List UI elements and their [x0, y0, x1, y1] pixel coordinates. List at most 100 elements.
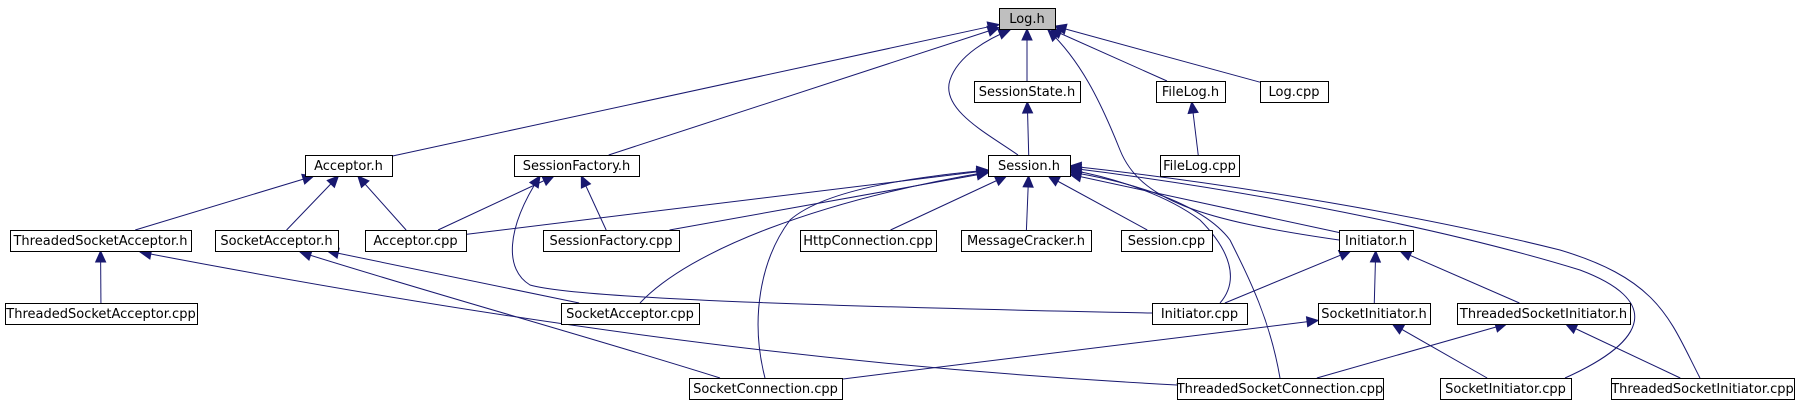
node-box [999, 8, 1056, 30]
edge-line [511, 175, 1153, 314]
node-threadedsocketinitiator-cpp[interactable]: ThreadedSocketInitiator.cpp [1610, 378, 1795, 400]
edge-initiator_cpp-to-sessionfactory_h [511, 174, 1153, 314]
edge-line [1069, 167, 1636, 379]
node-label: ThreadedSocketAcceptor.cpp [5, 307, 195, 322]
edge-line [1316, 323, 1507, 379]
edge-socketinitiator_cpp-to-session_h [1068, 163, 1636, 379]
node-threadedsocketacceptor-cpp[interactable]: ThreadedSocketAcceptor.cpp [5, 303, 198, 325]
edge-line [841, 319, 1319, 380]
edge-sessionstate_h-to-log_h [1021, 27, 1033, 81]
node-label: HttpConnection.cpp [803, 234, 933, 249]
edge-session_h-to-sessionstate_h [1021, 100, 1034, 156]
edge-threadedsocketconnection_cpp-to-threadedsocketinitiator_h [1316, 321, 1508, 379]
node-label: SocketInitiator.cpp [1445, 382, 1566, 397]
node-box [514, 155, 640, 177]
edge-line [1069, 169, 1231, 304]
edge-sessionfactory_cpp-to-sessionfactory_h [580, 174, 607, 231]
node-log-h[interactable]: Log.h [999, 8, 1056, 30]
node-sessionfactory-cpp[interactable]: SessionFactory.cpp [543, 230, 680, 252]
node-box [974, 81, 1081, 103]
node-box [1121, 230, 1213, 252]
node-label: ThreadedSocketConnection.cpp [1176, 382, 1384, 397]
node-box [1160, 155, 1240, 177]
node-label: Log.h [1009, 12, 1045, 27]
edge-line [1399, 250, 1520, 304]
node-sessionfactory-h[interactable]: SessionFactory.h [514, 155, 640, 177]
edge-line [757, 169, 989, 379]
arrowhead-icon [528, 174, 541, 189]
arrowhead-icon [986, 25, 1001, 37]
node-box [543, 230, 680, 252]
node-socketinitiator-h[interactable]: SocketInitiator.h [1318, 303, 1431, 325]
edge-line [1069, 171, 1281, 379]
arrowhead-icon [357, 175, 370, 189]
node-threadedsocketacceptor-h[interactable]: ThreadedSocketAcceptor.h [10, 230, 192, 252]
edge-line [357, 175, 407, 231]
node-log-cpp[interactable]: Log.cpp [1260, 81, 1329, 103]
node-label: Session.cpp [1128, 234, 1205, 249]
node-socketacceptor-cpp[interactable]: SocketAcceptor.cpp [561, 303, 700, 325]
node-acceptor-cpp[interactable]: Acceptor.cpp [365, 230, 467, 252]
node-socketacceptor-h[interactable]: SocketAcceptor.h [215, 230, 339, 252]
arrowhead-icon [326, 175, 340, 189]
node-box [1152, 303, 1248, 325]
node-box [365, 230, 467, 252]
edge-filelog_cpp-to-filelog_h [1187, 100, 1199, 156]
node-filelog-cpp[interactable]: FileLog.cpp [1160, 155, 1240, 177]
edge-threadedsocketacceptor_h-to-acceptor_h [135, 173, 315, 231]
edge-socketinitiator_cpp-to-socketinitiator_h [1391, 323, 1488, 379]
edge-line [139, 251, 1178, 386]
node-box [1260, 81, 1329, 103]
edge-httpconnection_cpp-to-session_h [890, 175, 1008, 231]
node-filelog-h[interactable]: FileLog.h [1156, 81, 1226, 103]
node-threadedsocketconnection-cpp[interactable]: ThreadedSocketConnection.cpp [1176, 378, 1384, 400]
edge-line [1565, 323, 1681, 379]
node-threadedsocketinitiator-h[interactable]: ThreadedSocketInitiator.h [1457, 303, 1631, 325]
edge-socketinitiator_h-to-initiator_h [1369, 249, 1382, 304]
edge-initiator_cpp-to-initiator_h [1224, 250, 1352, 304]
edge-socketacceptor_cpp-to-socketacceptor_h [326, 247, 580, 304]
node-label: FileLog.cpp [1163, 159, 1236, 174]
arrowhead-icon [541, 175, 556, 187]
node-label: Initiator.cpp [1161, 307, 1238, 322]
edge-line [1224, 250, 1351, 304]
node-acceptor-h[interactable]: Acceptor.h [305, 155, 393, 177]
node-initiator-h[interactable]: Initiator.h [1339, 230, 1414, 252]
node-label: SocketAcceptor.h [220, 234, 332, 249]
node-box [1611, 378, 1795, 400]
edge-threadedsocketacceptor_cpp-to-threadedsocketacceptor_h [94, 249, 107, 304]
node-box [689, 378, 843, 400]
node-label: Acceptor.h [314, 159, 383, 174]
edge-filelog_h-to-log_h [1049, 28, 1168, 82]
edge-line [391, 24, 1000, 157]
node-label: ThreadedSocketAcceptor.h [12, 234, 187, 249]
edge-line [286, 175, 339, 231]
edge-initiator_h-to-session_h [1068, 171, 1340, 233]
node-session-cpp[interactable]: Session.cpp [1121, 230, 1213, 252]
node-label: SocketAcceptor.cpp [566, 307, 694, 322]
node-label: MessageCracker.h [967, 234, 1085, 249]
edge-line [1054, 25, 1261, 83]
node-httpconnection-cpp[interactable]: HttpConnection.cpp [800, 230, 937, 252]
arrowhead-icon [1021, 27, 1033, 41]
arrowhead-icon [1391, 323, 1406, 335]
arrowhead-icon [1564, 323, 1579, 335]
node-label: Acceptor.cpp [373, 234, 457, 249]
arrowhead-icon [1047, 29, 1061, 43]
node-box [1457, 303, 1631, 325]
node-label: SessionState.h [979, 85, 1075, 100]
edge-line [608, 27, 1000, 156]
node-label: SocketInitiator.h [1321, 307, 1426, 322]
edge-line [1069, 173, 1340, 233]
edges-layer [94, 21, 1701, 386]
node-label: Log.cpp [1268, 85, 1319, 100]
node-initiator-cpp[interactable]: Initiator.cpp [1152, 303, 1248, 325]
node-socketconnection-cpp[interactable]: SocketConnection.cpp [689, 378, 843, 400]
edge-initiator_h-to-log_h [1047, 29, 1340, 241]
node-messagecracker-h[interactable]: MessageCracker.h [961, 230, 1092, 252]
node-sessionstate-h[interactable]: SessionState.h [974, 81, 1081, 103]
node-session-h[interactable]: Session.h [988, 155, 1071, 177]
node-socketinitiator-cpp[interactable]: SocketInitiator.cpp [1440, 378, 1572, 400]
node-label: ThreadedSocketInitiator.cpp [1610, 382, 1794, 397]
arrowhead-icon [1398, 250, 1413, 261]
